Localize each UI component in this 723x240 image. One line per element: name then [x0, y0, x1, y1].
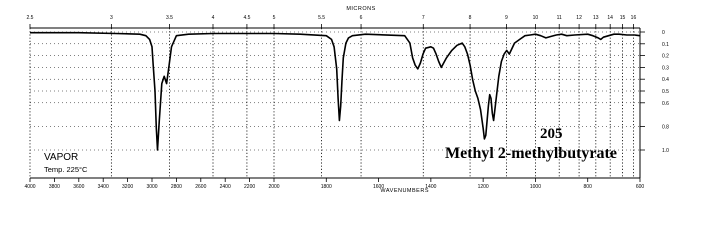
- micron-axis: 2.5 3 3.5 4 4.5 5 5.5 6 7 8 9 10 11 12 13 14 15 16: [27, 15, 637, 28]
- wavenumber-tick-label: 1200: [478, 184, 489, 190]
- micron-tick-label: 2.5: [27, 15, 34, 21]
- wavenumber-tick-label: 3600: [73, 184, 84, 190]
- micron-tick-label: 16: [631, 15, 637, 21]
- micron-tick-label: 8: [469, 15, 472, 21]
- wavenumber-axis-label: WAVENUMBERS: [380, 188, 429, 194]
- absorbance-tick-label: 0.5: [662, 89, 669, 95]
- micron-tick-label: 6: [360, 15, 363, 21]
- absorbance-tick-label: 0.2: [662, 54, 669, 60]
- wavenumber-tick-label: 3200: [122, 184, 133, 190]
- micron-tick-label: 7: [422, 15, 425, 21]
- micron-tick-label: 10: [533, 15, 539, 21]
- wavenumber-axis: 4000 3800 3600 3400 3200 3000 2800 2600 2400 2200…: [24, 178, 644, 190]
- compound-name: Methyl 2-methylbutyrate: [445, 145, 617, 162]
- micron-tick-label: 15: [620, 15, 626, 21]
- micron-tick-label: 4: [212, 15, 215, 21]
- absorbance-tick-label: 0: [662, 30, 665, 36]
- micron-tick-label: 5.5: [318, 15, 325, 21]
- absorbance-axis: 0 0.1 0.2 0.3 0.4 0.5 0.6 0.8 1.0: [640, 30, 669, 154]
- wavenumber-tick-label: 600: [636, 184, 645, 190]
- wavenumber-tick-label: 800: [584, 184, 593, 190]
- micron-tick-label: 13: [593, 15, 599, 21]
- absorbance-tick-label: 0.3: [662, 65, 669, 71]
- spectrum-trace: [30, 31, 641, 151]
- micron-tick-label: 14: [607, 15, 613, 21]
- absorbance-tick-label: 0.8: [662, 124, 669, 130]
- micron-tick-label: 5: [273, 15, 276, 21]
- spectrum-index: 205: [540, 126, 563, 142]
- micron-tick-label: 4.5: [243, 15, 250, 21]
- micron-tick-label: 9: [505, 15, 508, 21]
- wavenumber-tick-label: 2400: [220, 184, 231, 190]
- absorbance-tick-label: 0.1: [662, 42, 669, 48]
- wavenumber-tick-label: 1800: [321, 184, 332, 190]
- wavenumber-tick-label: 3800: [49, 184, 60, 190]
- wavenumber-tick-label: 2000: [268, 184, 279, 190]
- ir-spectrum-chart: 2.5 3 3.5 4 4.5 5 5.5 6 7 8 9 10 11 12 13 14 15 16 4000 38…: [24, 6, 670, 194]
- wavenumber-tick-label: 2200: [244, 184, 255, 190]
- wavenumber-tick-label: 1000: [530, 184, 541, 190]
- micron-tick-label: 11: [557, 15, 562, 21]
- wavenumber-tick-label: 1400: [425, 184, 436, 190]
- sample-temperature: Temp. 225°C: [44, 165, 88, 174]
- wavenumber-tick-label: 1600: [373, 184, 384, 190]
- wavenumber-tick-label: 2800: [171, 184, 182, 190]
- plot-grid: [29, 28, 640, 178]
- wavenumber-tick-label: 4000: [24, 184, 35, 190]
- absorbance-tick-label: 1.0: [662, 148, 669, 154]
- sample-state: VAPOR: [44, 152, 79, 163]
- micron-axis-label: MICRONS: [346, 6, 375, 12]
- wavenumber-tick-label: 3000: [146, 184, 157, 190]
- wavenumber-tick-label: 3400: [98, 184, 109, 190]
- micron-tick-label: 3: [110, 15, 113, 21]
- wavenumber-tick-label: 2600: [195, 184, 206, 190]
- absorbance-tick-label: 0.6: [662, 101, 669, 107]
- absorbance-tick-label: 0.4: [662, 77, 669, 83]
- micron-tick-label: 3.5: [166, 15, 173, 21]
- micron-tick-label: 12: [576, 15, 582, 21]
